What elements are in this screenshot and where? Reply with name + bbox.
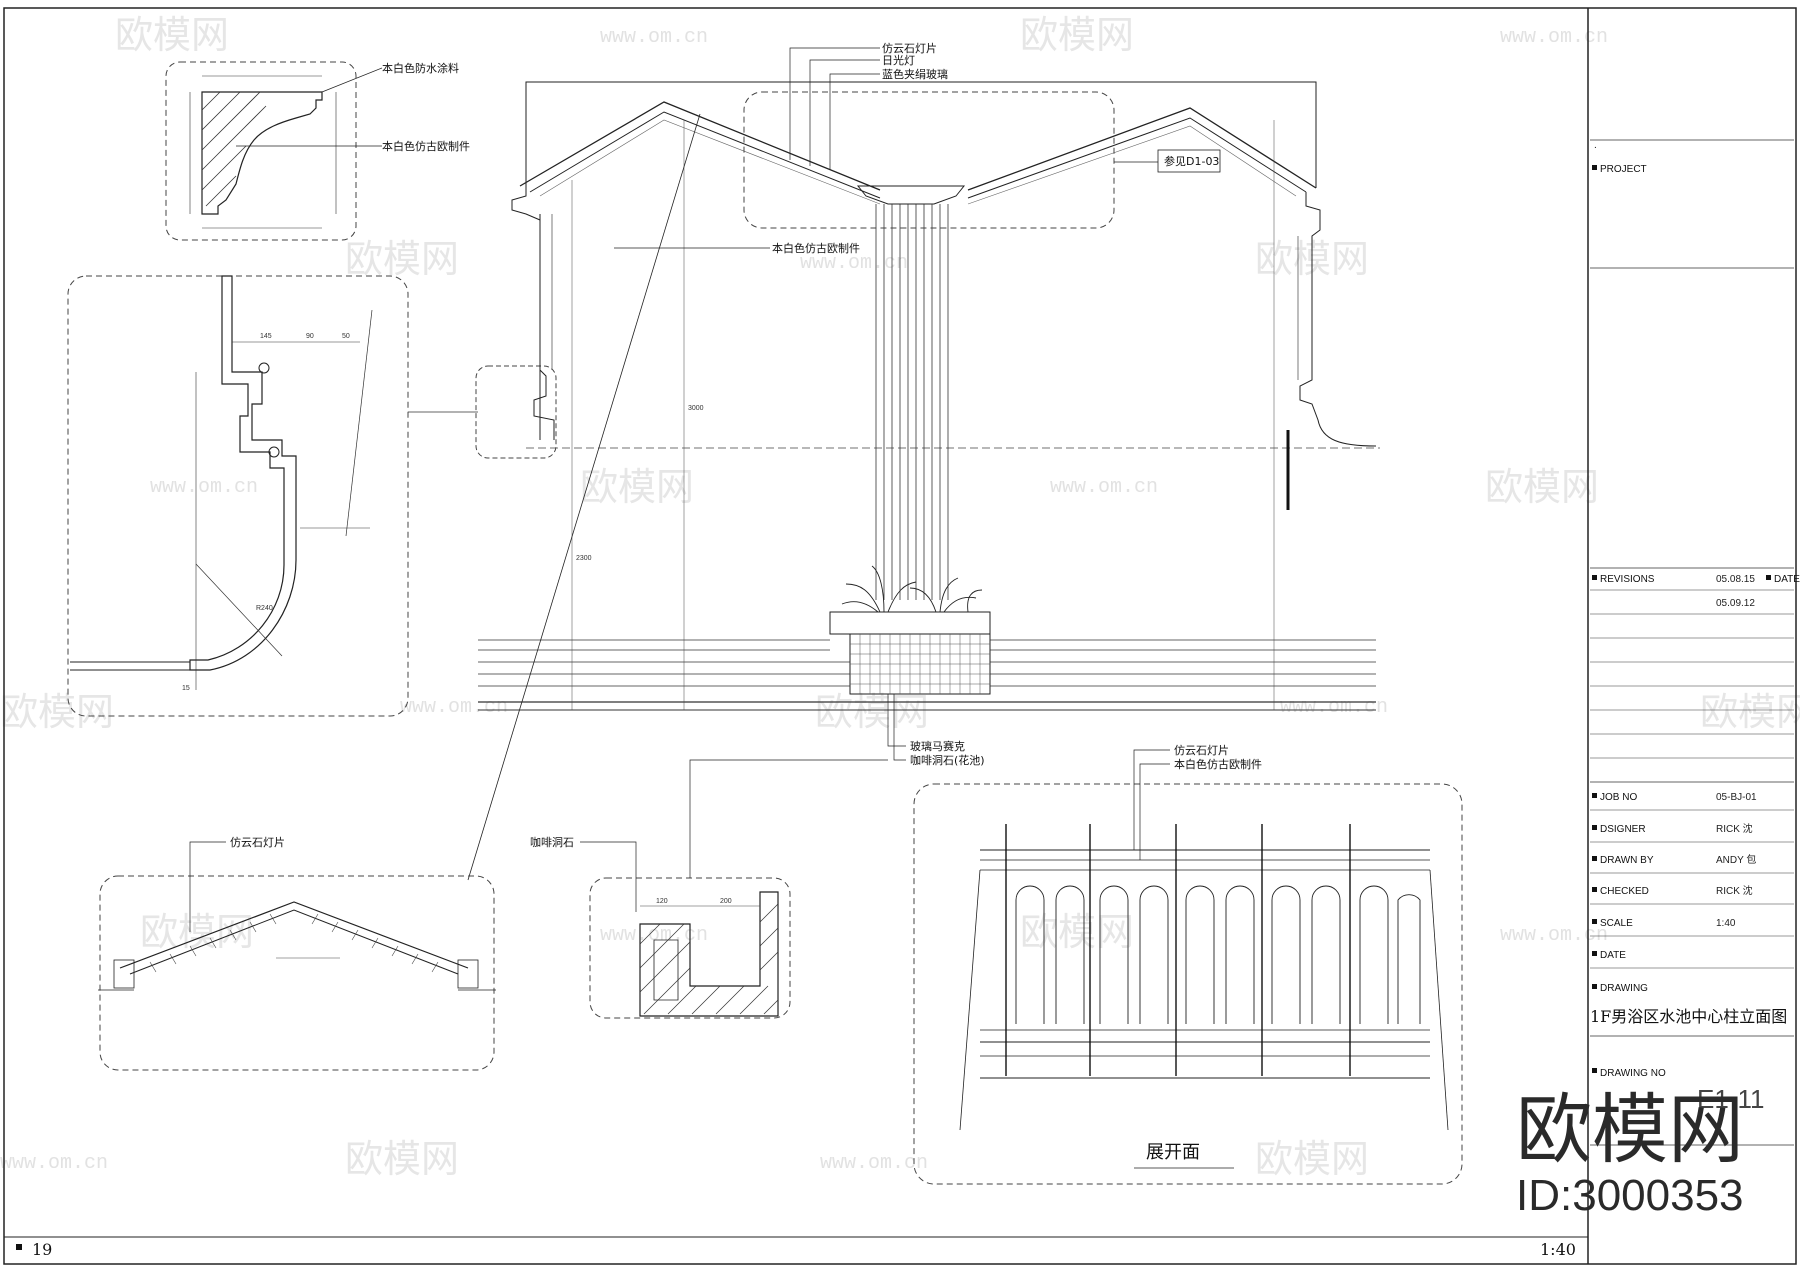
watermark-text: 欧模网 <box>1255 1137 1369 1181</box>
dim-text: 3000 <box>688 405 704 412</box>
date-header: DATE <box>1774 574 1800 585</box>
watermark-text: 欧模网 <box>815 690 929 734</box>
watermark-url: www.om.cn <box>150 476 258 499</box>
sheet-border <box>3 7 1797 1265</box>
label-marble-light-2: 仿云石灯片 <box>230 836 285 849</box>
label-molding-top: 本白色仿古欧制件 <box>382 139 470 153</box>
footer-scale: 1:40 <box>1540 1240 1576 1259</box>
label-coffee-stone: 咖啡洞石 <box>530 835 574 849</box>
drawn-by-value: ANDY 包 <box>1716 853 1756 866</box>
watermark-text: 欧模网 <box>115 13 229 57</box>
watermark-text: 欧模网 <box>1020 910 1134 954</box>
drawing-label: DRAWING <box>1600 983 1648 994</box>
label-blue-glass: 蓝色夹绢玻璃 <box>882 67 948 81</box>
designer-value: RICK 沈 <box>1716 822 1753 835</box>
planter-section-detail: 120 200 咖啡洞石 <box>530 759 888 1019</box>
unfolded-view-title: 展开面 <box>1146 1142 1200 1163</box>
watermark-url: www.om.cn <box>800 252 908 275</box>
drawing-title: 1F男浴区水池中心柱立面图 <box>1590 1007 1787 1026</box>
brand-logo-text: 欧模网 <box>1516 1085 1744 1174</box>
checked-label: CHECKED <box>1600 886 1649 897</box>
watermark-layer: 欧模网 www.om.cn 欧模网 www.om.cn 欧模网 www.om.c… <box>0 13 1800 1181</box>
designer-label: DSIGNER <box>1600 824 1646 835</box>
title-block-fields: JOB NO 05-BJ-01 DSIGNER RICK 沈 DRAWN BY … <box>1590 792 1794 969</box>
watermark-url: www.om.cn <box>600 26 708 49</box>
revision-date-2: 05.09.12 <box>1716 598 1755 609</box>
revision-date-1: 05.08.15 <box>1716 574 1755 585</box>
watermark-text: 欧模网 <box>1700 690 1800 734</box>
label-waterproof-paint: 本白色防水涂料 <box>382 61 459 75</box>
label-coffee-stone-planter: 咖啡洞石(花池) <box>910 753 985 767</box>
watermark-text: 欧模网 <box>345 1137 459 1181</box>
main-elevation: 参见D1-03 <box>467 42 1380 881</box>
drawing-no-label: DRAWING NO <box>1600 1068 1666 1079</box>
watermark-url: www.om.cn <box>1050 476 1158 499</box>
checked-value: RICK 沈 <box>1716 884 1753 897</box>
scale-value: 1:40 <box>1716 918 1736 929</box>
label-see-reference: 参见D1-03 <box>1164 154 1219 168</box>
watermark-text: 欧模网 <box>0 690 114 734</box>
dim-text: 145 <box>260 333 272 340</box>
title-block-dot: . <box>1594 140 1597 151</box>
drawing-no: E1-11 <box>1697 1084 1764 1114</box>
title-block: . PROJECT REVISIONS 05.08.15 DATE 05.09.… <box>1590 139 1800 1146</box>
dim-text: 120 <box>656 898 668 905</box>
watermark-text: 欧模网 <box>345 237 459 281</box>
label-molding-mid: 本白色仿古欧制件 <box>772 241 860 255</box>
watermark-url: www.om.cn <box>600 924 708 947</box>
dim-text: 90 <box>306 333 314 340</box>
footer-bullet <box>16 1244 22 1250</box>
watermark-url: www.om.cn <box>1500 924 1608 947</box>
roof-light-detail: 仿云石灯片 <box>98 836 496 1071</box>
project-label: PROJECT <box>1600 164 1647 175</box>
watermark-text: 欧模网 <box>1020 13 1134 57</box>
cornice-detail: 本白色防水涂料 本白色仿古欧制件 <box>165 61 470 241</box>
dim-text: 200 <box>720 898 732 905</box>
watermark-text: 欧模网 <box>140 910 254 954</box>
label-daylight-lamp: 日光灯 <box>882 53 915 67</box>
dim-text: R240 <box>256 605 273 612</box>
base-profile-detail: 145 90 50 R240 15 <box>67 275 478 717</box>
watermark-url: www.om.cn <box>820 1152 928 1175</box>
watermark-text: 欧模网 <box>580 465 694 509</box>
brand-id: ID:3000353 <box>1516 1171 1744 1220</box>
job-no-value: 05-BJ-01 <box>1716 792 1757 803</box>
watermark-url: www.om.cn <box>1280 696 1388 719</box>
drawn-by-label: DRAWN BY <box>1600 855 1654 866</box>
label-molding-unfolded: 本白色仿古欧制件 <box>1174 757 1262 771</box>
job-no-label: JOB NO <box>1600 792 1637 803</box>
brand-watermark: 欧模网 ID:3000353 <box>1516 1085 1744 1220</box>
revisions-label: REVISIONS <box>1600 574 1655 585</box>
label-marble-light-1: 仿云石灯片 <box>882 42 937 55</box>
scale-label: SCALE <box>1600 918 1633 929</box>
watermark-url: www.om.cn <box>0 1152 108 1175</box>
label-glass-mosaic: 玻璃马赛克 <box>910 739 965 753</box>
callout-bubble <box>475 365 557 459</box>
watermark-url: www.om.cn <box>1500 26 1608 49</box>
dim-text: 2300 <box>576 555 592 562</box>
date-label: DATE <box>1600 950 1626 961</box>
page-number: 19 <box>32 1240 52 1259</box>
label-marble-light-3: 仿云石灯片 <box>1174 744 1229 757</box>
unfolded-elevation-detail: 仿云石灯片 本白色仿古欧制件 展开面 <box>913 744 1463 1185</box>
dim-text: 50 <box>342 333 350 340</box>
watermark-url: www.om.cn <box>400 696 508 719</box>
watermark-text: 欧模网 <box>1485 465 1599 509</box>
dim-text: 15 <box>182 685 190 692</box>
